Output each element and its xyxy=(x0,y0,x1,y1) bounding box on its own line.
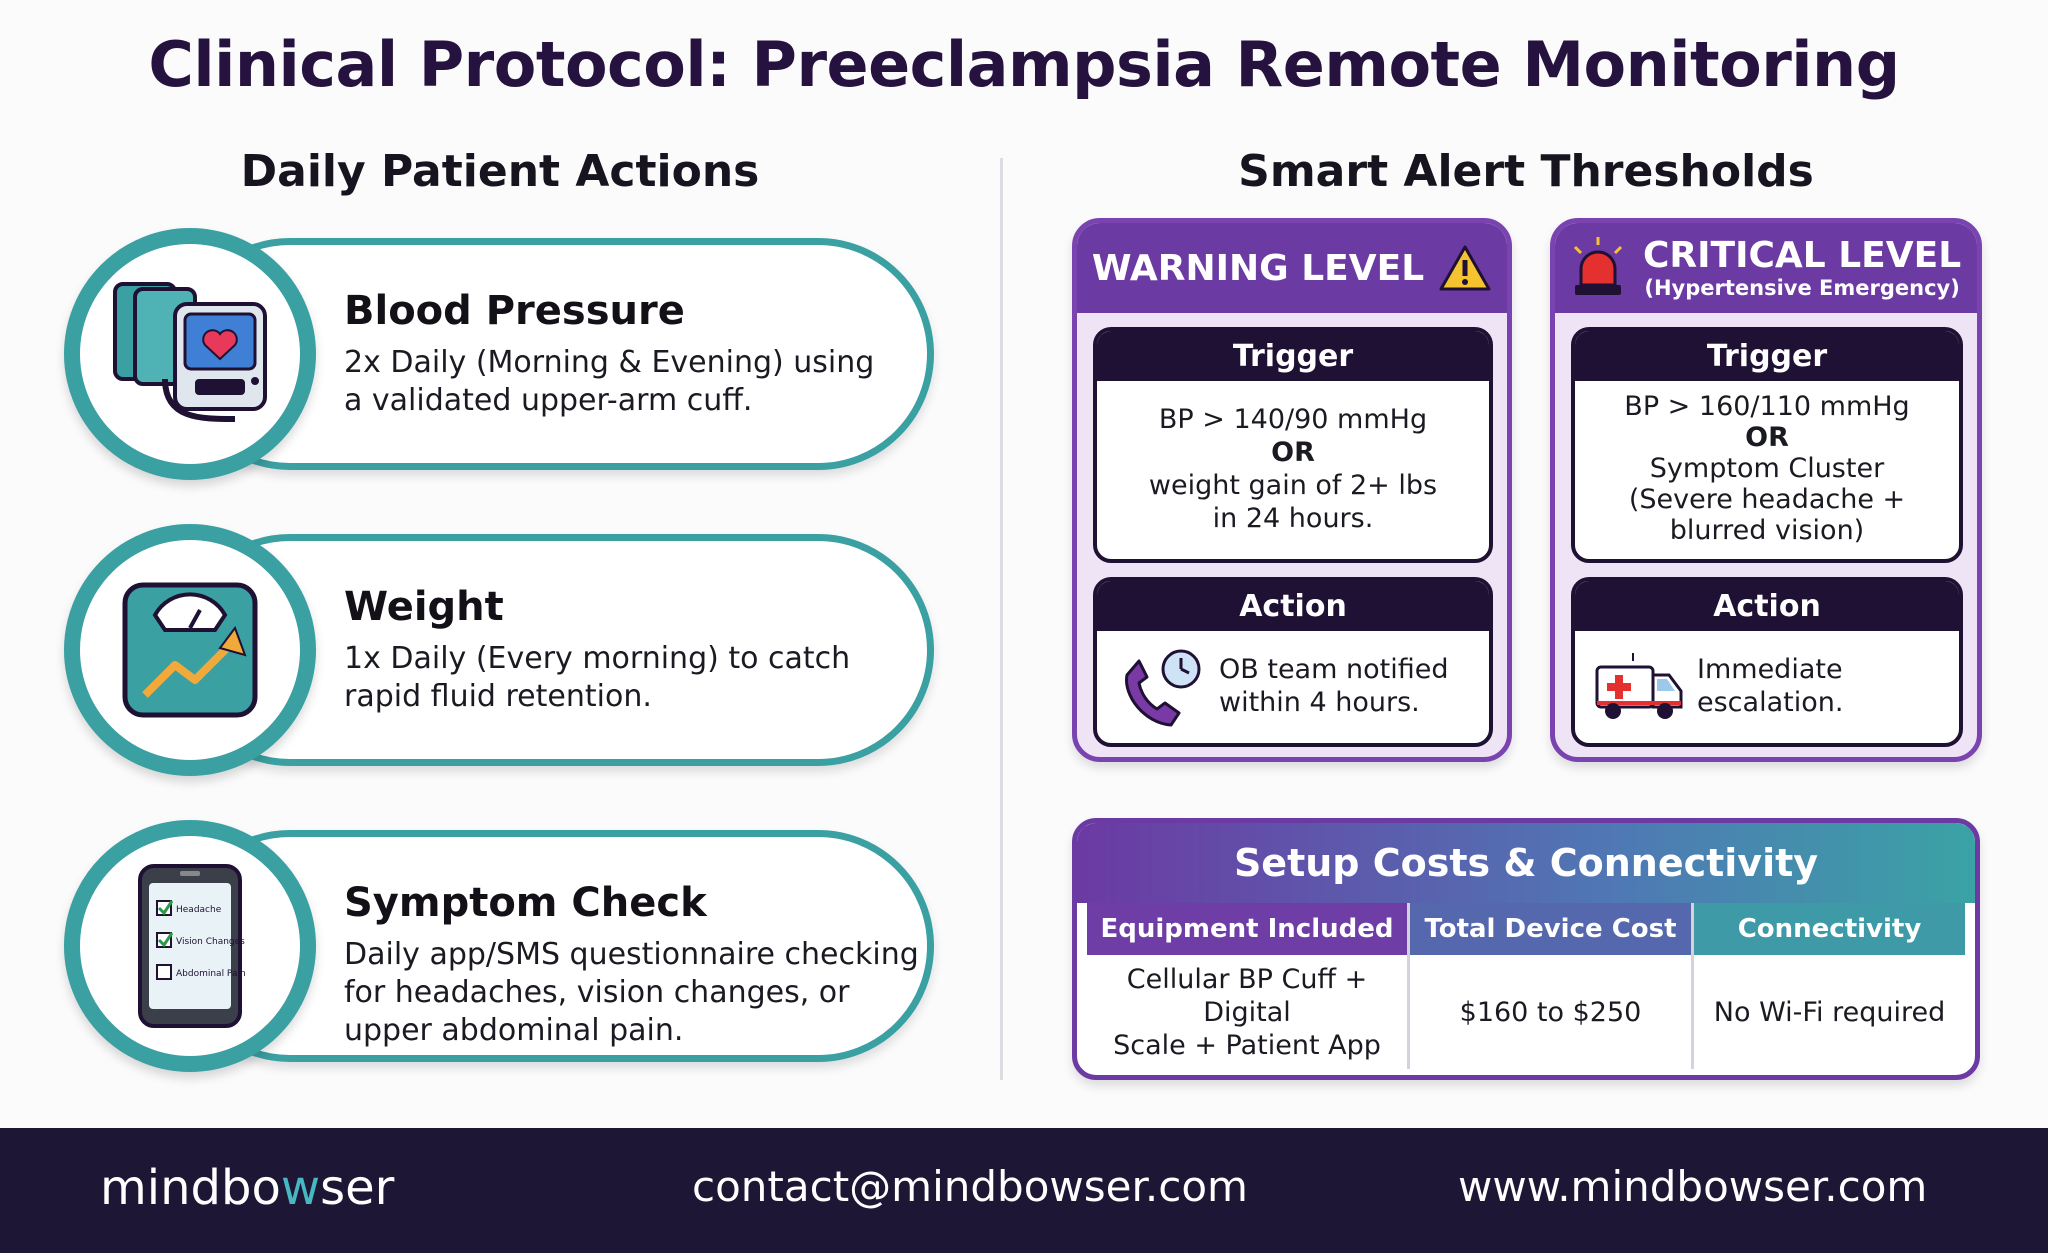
alarm-siren-icon xyxy=(1573,237,1623,295)
action-description-line: 2x Daily (Morning & Evening) using xyxy=(344,345,875,380)
action-icon-circle: Headache Vision Changes Abdominal Pain xyxy=(64,820,316,1072)
column-divider xyxy=(1000,158,1003,1080)
action-line: Immediate xyxy=(1697,654,1843,685)
trigger-line: BP > 160/110 mmHg xyxy=(1624,391,1910,422)
logo-text: mindbo xyxy=(100,1160,281,1216)
critical-level-label: CRITICAL LEVEL xyxy=(1643,235,1962,276)
table-cell: $160 to $250 xyxy=(1459,996,1642,1028)
trigger-line: Symptom Cluster xyxy=(1649,453,1885,484)
action-title: Weight xyxy=(344,584,504,630)
trigger-heading: Trigger xyxy=(1097,331,1489,381)
blood-pressure-monitor-icon xyxy=(113,282,267,422)
table-cell: No Wi-Fi required xyxy=(1713,996,1946,1028)
checklist-item: Vision Changes xyxy=(176,937,245,947)
action-card-symptom-check: Headache Vision Changes Abdominal Pain S… xyxy=(64,820,936,1072)
ambulance-icon xyxy=(1595,653,1683,719)
phone-clock-icon xyxy=(1125,649,1201,727)
trigger-or: OR xyxy=(1271,437,1315,468)
action-icon-circle xyxy=(64,228,316,480)
setup-costs-table: Equipment Included Cellular BP Cuff + Di… xyxy=(1087,903,1965,1069)
trigger-line: blurred vision) xyxy=(1669,515,1865,546)
action-description-line: 1x Daily (Every morning) to catch xyxy=(344,641,851,676)
footer-bar: mindbowser contact@mindbowser.com www.mi… xyxy=(0,1128,2048,1253)
warning-level-panel: WARNING LEVEL Trigger BP > 140/90 mmHg O… xyxy=(1072,218,1512,762)
critical-level-sublabel: (Hypertensive Emergency) xyxy=(1644,276,1960,300)
action-line: OB team notified xyxy=(1219,654,1449,685)
action-description-line: upper abdominal pain. xyxy=(344,1013,684,1048)
trigger-body: BP > 160/110 mmHg OR Symptom Cluster (Se… xyxy=(1575,381,1959,546)
column-header: Equipment Included xyxy=(1087,903,1407,955)
table-column: Total Device Cost $160 to $250 xyxy=(1407,903,1691,1069)
warning-action-box: Action OB team notified within 4 hours. xyxy=(1093,577,1493,747)
logo-accent: w xyxy=(280,1160,321,1216)
right-section-heading: Smart Alert Thresholds xyxy=(1238,146,1814,197)
action-description-line: for headaches, vision changes, or xyxy=(344,975,850,1010)
critical-action-box: Action Immediate escalation. xyxy=(1571,577,1963,747)
action-card-weight: Weight 1x Daily (Every morning) to catch… xyxy=(64,524,936,776)
warning-triangle-icon xyxy=(1439,245,1491,291)
action-body: Immediate escalation. xyxy=(1697,653,1843,719)
table-column: Equipment Included Cellular BP Cuff + Di… xyxy=(1087,903,1407,1069)
critical-level-header: CRITICAL LEVEL (Hypertensive Emergency) xyxy=(1555,223,1977,313)
warning-level-header: WARNING LEVEL xyxy=(1077,223,1507,313)
action-description: Daily app/SMS questionnaire checking for… xyxy=(344,936,924,1050)
scale-trend-icon xyxy=(122,582,258,718)
action-title: Blood Pressure xyxy=(344,288,685,334)
trigger-line: BP > 140/90 mmHg xyxy=(1158,404,1428,435)
column-header: Connectivity xyxy=(1694,903,1965,955)
trigger-heading: Trigger xyxy=(1575,331,1959,381)
table-column: Connectivity No Wi-Fi required xyxy=(1691,903,1965,1069)
action-description-line: a validated upper-arm cuff. xyxy=(344,383,753,418)
cell-line: Scale + Patient App xyxy=(1113,1029,1381,1061)
setup-costs-panel: Setup Costs & Connectivity Equipment Inc… xyxy=(1072,818,1980,1080)
checklist-item: Abdominal Pain xyxy=(176,969,246,979)
action-line: escalation. xyxy=(1697,687,1844,718)
footer-email-link[interactable]: contact@mindbowser.com xyxy=(692,1162,1248,1211)
action-title: Symptom Check xyxy=(344,880,707,926)
action-description: 1x Daily (Every morning) to catch rapid … xyxy=(344,640,904,716)
action-description: 2x Daily (Morning & Evening) using a val… xyxy=(344,344,904,420)
trigger-line: in 24 hours. xyxy=(1212,503,1374,534)
setup-costs-heading: Setup Costs & Connectivity xyxy=(1077,823,1975,903)
critical-trigger-box: Trigger BP > 160/110 mmHg OR Symptom Clu… xyxy=(1571,327,1963,563)
checklist-item: Headache xyxy=(176,905,222,915)
warning-level-label: WARNING LEVEL xyxy=(1091,247,1425,289)
action-heading: Action xyxy=(1097,581,1489,631)
trigger-line: (Severe headache + xyxy=(1628,484,1906,515)
action-body: OB team notified within 4 hours. xyxy=(1219,653,1448,719)
action-icon-circle xyxy=(64,524,316,776)
cell-line: Cellular BP Cuff + Digital xyxy=(1126,963,1368,1028)
action-line: within 4 hours. xyxy=(1219,687,1420,718)
footer-logo: mindbowser xyxy=(100,1160,394,1216)
trigger-or: OR xyxy=(1745,422,1789,453)
left-section-heading: Daily Patient Actions xyxy=(240,146,760,197)
warning-trigger-box: Trigger BP > 140/90 mmHg OR weight gain … xyxy=(1093,327,1493,563)
column-header: Total Device Cost xyxy=(1410,903,1691,955)
action-description-line: Daily app/SMS questionnaire checking xyxy=(344,937,919,972)
footer-website-link[interactable]: www.mindbowser.com xyxy=(1458,1162,1928,1211)
critical-level-panel: CRITICAL LEVEL (Hypertensive Emergency) … xyxy=(1550,218,1982,762)
action-card-blood-pressure: Blood Pressure 2x Daily (Morning & Eveni… xyxy=(64,228,936,480)
table-cell: Cellular BP Cuff + Digital Scale + Patie… xyxy=(1087,955,1407,1069)
page-title: Clinical Protocol: Preeclampsia Remote M… xyxy=(148,28,1900,101)
logo-text: ser xyxy=(320,1160,395,1216)
trigger-line: weight gain of 2+ lbs xyxy=(1148,470,1438,501)
action-description-line: rapid fluid retention. xyxy=(344,679,652,714)
action-heading: Action xyxy=(1575,581,1959,631)
trigger-body: BP > 140/90 mmHg OR weight gain of 2+ lb… xyxy=(1097,381,1489,535)
phone-checklist-icon: Headache Vision Changes Abdominal Pain xyxy=(138,864,246,1028)
